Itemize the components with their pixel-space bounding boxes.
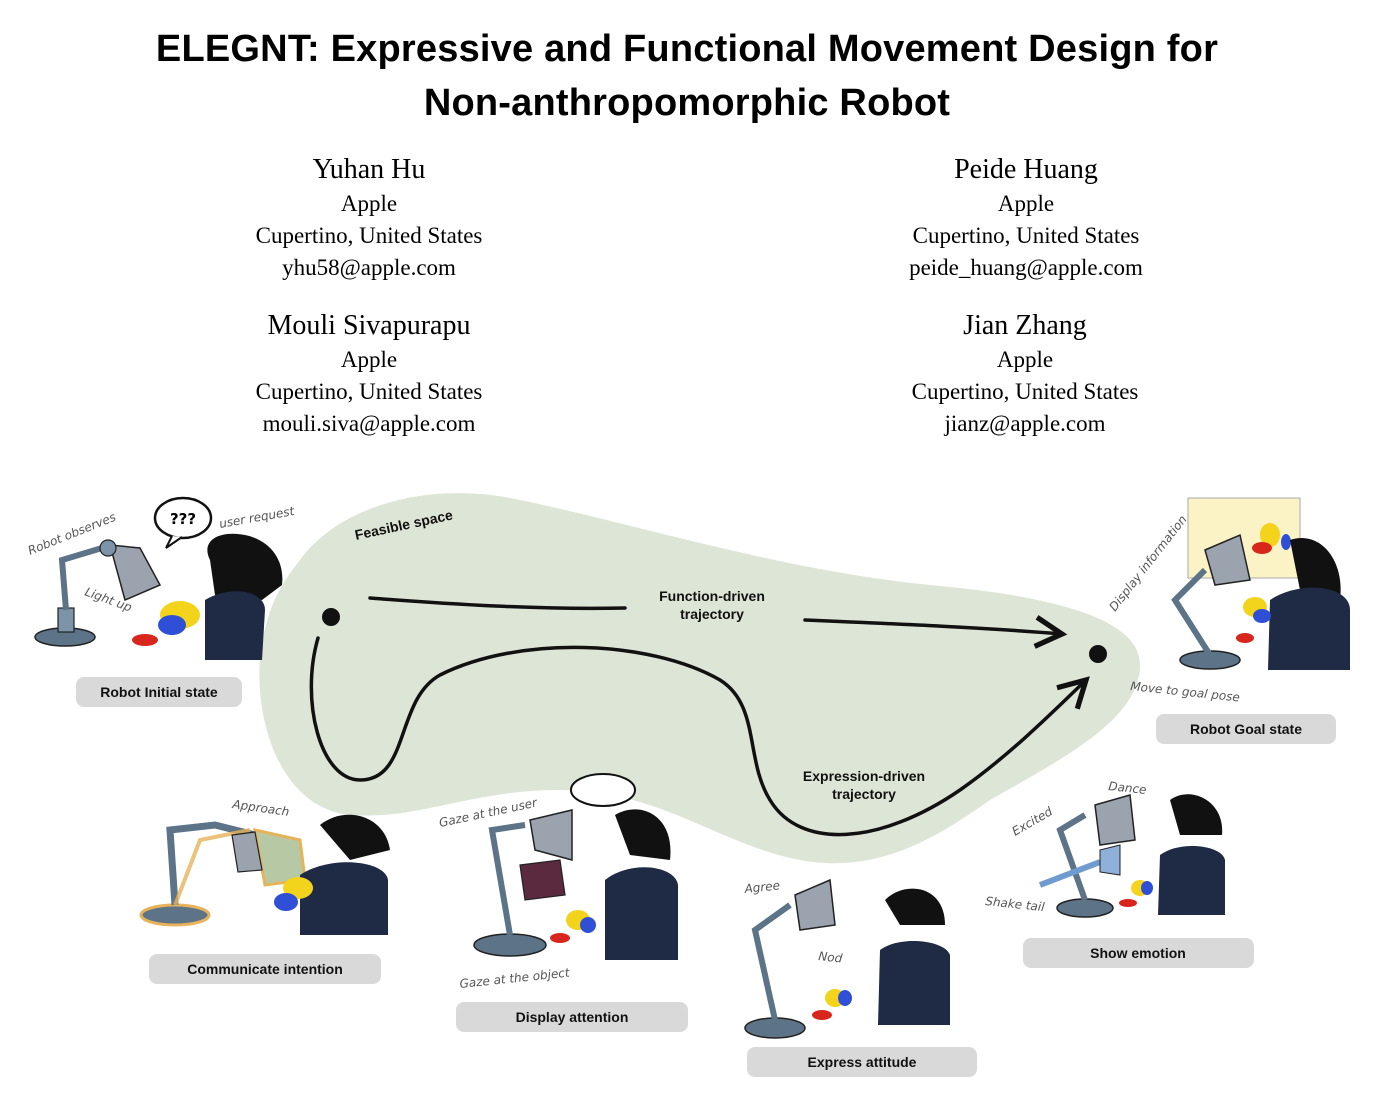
function-driven-label-2: trajectory (680, 606, 744, 622)
user-person-icon (1119, 794, 1225, 915)
panel-label-pill (456, 1002, 688, 1032)
panel-label-show-emotion: Show emotion (1090, 945, 1186, 961)
robot-lamp-icon (1038, 794, 1136, 918)
author-location: Cupertino, United States (255, 379, 483, 404)
function-driven-trajectory-line (368, 596, 627, 611)
speech-bubble-icon (153, 496, 213, 540)
author-name: Yuhan Hu (312, 154, 426, 185)
note-user-request: user request (218, 504, 296, 531)
robot-lamp-icon (34, 539, 162, 647)
title-line-2: Non-anthropomorphic Robot (423, 82, 951, 124)
start-point (322, 608, 340, 626)
author-name: Peide Huang (954, 154, 1098, 185)
user-person-icon (812, 888, 950, 1025)
author-name: Jian Zhang (963, 310, 1087, 341)
speech-bubble-icon (570, 773, 636, 807)
panel-label-pill (1023, 938, 1254, 968)
author-location: Cupertino, United States (911, 379, 1139, 404)
user-person-icon (1236, 538, 1350, 670)
goal-point (1089, 645, 1107, 663)
feasible-space-region (259, 493, 1140, 864)
author-block-1: Yuhan Hu Apple Cupertino, United States … (159, 152, 579, 284)
function-driven-label-1: Function-driven (659, 588, 765, 604)
robot-lamp-icon (1171, 533, 1251, 670)
panel-label-pill (747, 1047, 977, 1077)
title-line-1: ELEGNT: Expressive and Functional Moveme… (155, 28, 1219, 70)
author-block-4: Jian Zhang Apple Cupertino, United State… (815, 308, 1235, 440)
paper-title: ELEGNT: Expressive and Functional Moveme… (0, 22, 1374, 130)
user-person-icon (132, 533, 283, 660)
teaser-figure: Feasible space Function-driven trajector… (26, 493, 1350, 1077)
author-affiliation: Apple (340, 347, 398, 372)
author-block-2: Peide Huang Apple Cupertino, United Stat… (816, 152, 1236, 284)
panel-label-display-attention: Display attention (516, 1009, 629, 1025)
panel-robot-goal-state: Display information Move to goal pose Ro… (1106, 497, 1350, 744)
note-excited: Excited (1010, 804, 1056, 838)
panel-label-pill (1156, 714, 1336, 744)
robot-lamp-icon (744, 878, 836, 1039)
author-email[interactable]: mouli.siva@apple.com (262, 411, 476, 436)
panel-express-attitude: Agree Nod Express attitude (743, 878, 977, 1077)
author-email[interactable]: jianz@apple.com (944, 411, 1106, 436)
user-person-icon (550, 809, 678, 960)
panel-label-robot-goal-state: Robot Goal state (1190, 721, 1302, 737)
display-shape-yellow (1260, 523, 1280, 547)
note-gaze-at-object: Gaze at the object (459, 965, 572, 991)
author-name: Mouli Sivapurapu (267, 310, 471, 341)
user-person-icon (274, 814, 390, 935)
expression-driven-label-2: trajectory (832, 786, 896, 802)
author-email[interactable]: peide_huang@apple.com (909, 255, 1143, 280)
expression-driven-trajectory (309, 636, 1090, 837)
author-location: Cupertino, United States (912, 223, 1140, 248)
panel-label-pill (76, 677, 242, 707)
panel-label-express-attitude: Express attitude (808, 1054, 917, 1070)
panel-communicate-intention: Approach Communicate intention (139, 797, 390, 984)
panel-label-robot-initial-state: Robot Initial state (100, 684, 218, 700)
author-email[interactable]: yhu58@apple.com (282, 255, 456, 280)
note-approach: Approach (231, 797, 291, 819)
panel-show-emotion: Dance Excited Shake tail Show emotion (985, 779, 1254, 968)
speech-bubble-text: ??? (170, 510, 196, 528)
robot-lamp-icon (139, 821, 307, 927)
panel-robot-initial-state: Robot observes user request Light up ???… (26, 496, 297, 707)
panel-display-attention: Gaze at the user Gaze at the object Disp… (438, 773, 688, 1032)
panel-label-communicate-intention: Communicate intention (187, 961, 343, 977)
display-shape-blue (1281, 534, 1291, 550)
expression-driven-label-1: Expression-driven (803, 768, 925, 784)
note-nod: Nod (818, 949, 844, 965)
speech-bubble-tail-icon (165, 535, 183, 549)
note-shake-tail: Shake tail (985, 894, 1046, 914)
author-affiliation: Apple (996, 347, 1054, 372)
function-driven-trajectory-arrow (803, 615, 1068, 649)
panel-label-pill (149, 954, 381, 984)
note-move-to-goal-pose: Move to goal pose (1130, 679, 1241, 704)
author-block-3: Mouli Sivapurapu Apple Cupertino, United… (159, 308, 579, 440)
author-affiliation: Apple (340, 191, 398, 216)
note-dance: Dance (1108, 779, 1147, 797)
display-shape-red (1252, 542, 1272, 554)
author-location: Cupertino, United States (255, 223, 483, 248)
robot-lamp-icon (473, 809, 573, 957)
note-agree: Agree (743, 878, 781, 896)
author-affiliation: Apple (997, 191, 1055, 216)
